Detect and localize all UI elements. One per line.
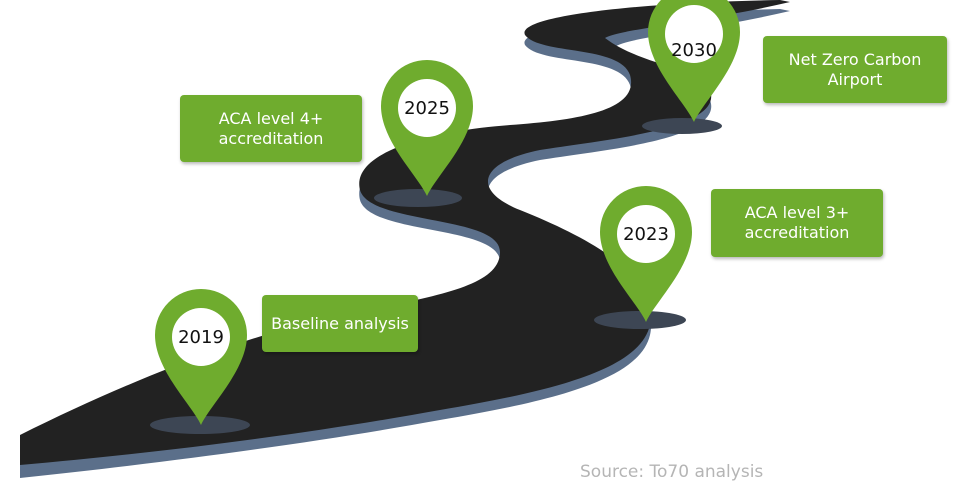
milestone-label-2023: ACA level 3+ accreditation [711, 189, 883, 257]
milestone-label-2019-text: Baseline analysis [271, 313, 409, 333]
milestone-label-2030: Net Zero Carbon Airport [763, 36, 947, 103]
pin-shadow-2023 [594, 311, 686, 329]
pin-year-2019: 2019 [178, 327, 224, 348]
map-pin-icon-2019: 2019 [155, 289, 247, 425]
milestone-label-2030-text: Net Zero Carbon Airport [788, 49, 922, 89]
milestone-label-2025: ACA level 4+ accreditation [180, 95, 362, 162]
map-pin-icon-2023: 2023 [600, 186, 692, 322]
map-pin-icon-2025: 2025 [381, 60, 473, 196]
milestone-label-2025-text: ACA level 4+ accreditation [218, 108, 324, 148]
pin-year-2023: 2023 [623, 224, 669, 245]
pin-year-2025: 2025 [404, 98, 450, 119]
milestone-label-2023-text: ACA level 3+ accreditation [744, 203, 850, 242]
pin-shadow-2019 [150, 416, 250, 434]
pin-year-2030: 2030 [671, 40, 717, 61]
milestone-label-2019: Baseline analysis [262, 295, 418, 352]
road-surface [20, 0, 790, 465]
source-note: Source: To70 analysis [580, 462, 764, 482]
map-pin-icon-2030: 2030 [648, 0, 740, 122]
pin-shadow-2030 [642, 118, 722, 134]
pin-shadow-2025 [374, 189, 462, 207]
